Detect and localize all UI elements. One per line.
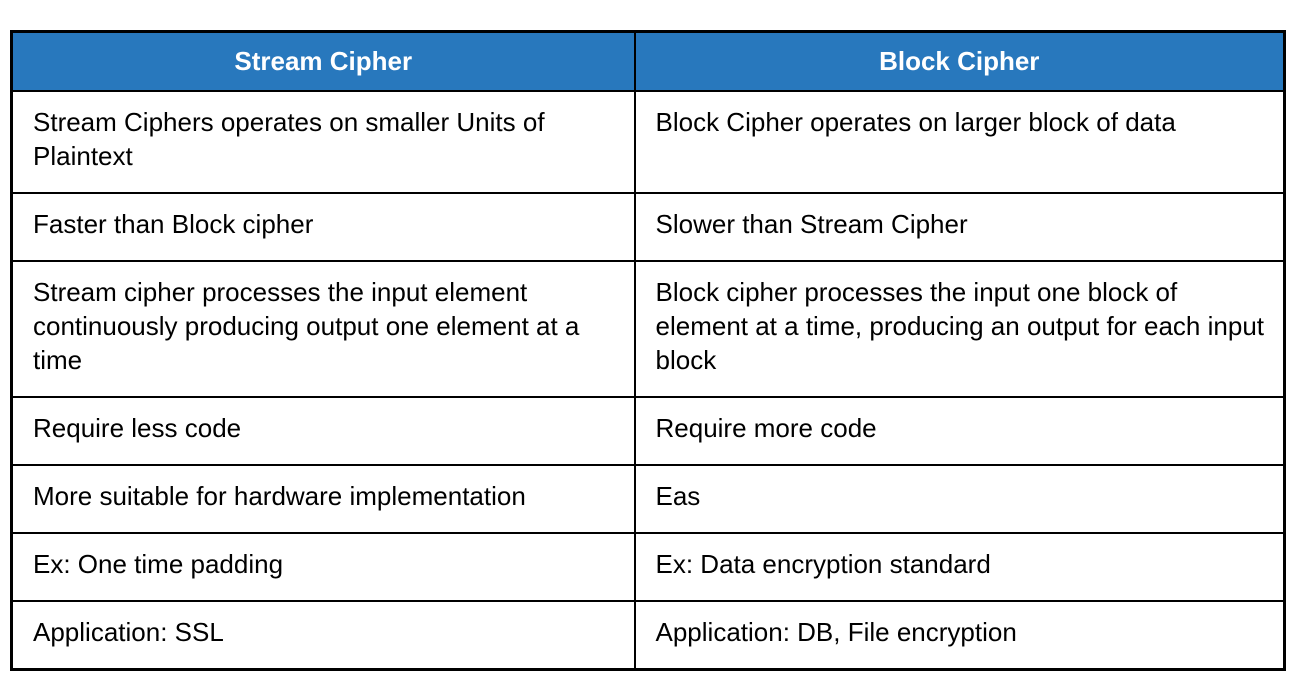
table-header-row: Stream Cipher Block Cipher	[10, 30, 1286, 92]
table-cell: Block Cipher operates on larger block of…	[633, 90, 1286, 194]
table-cell: Stream Ciphers operates on smaller Units…	[10, 90, 636, 194]
table-cell: Eas	[633, 464, 1286, 534]
table-row: More suitable for hardware implementatio…	[10, 464, 1286, 534]
table-cell: Stream cipher processes the input elemen…	[10, 260, 636, 398]
table-cell: Application: DB, File encryption	[633, 600, 1286, 671]
table-row: Ex: One time padding Ex: Data encryption…	[10, 532, 1286, 602]
table-cell: More suitable for hardware implementatio…	[10, 464, 636, 534]
table-row: Application: SSL Application: DB, File e…	[10, 600, 1286, 671]
table-row: Require less code Require more code	[10, 396, 1286, 466]
table-row: Stream Ciphers operates on smaller Units…	[10, 90, 1286, 194]
table-cell: Ex: Data encryption standard	[633, 532, 1286, 602]
table-cell: Require more code	[633, 396, 1286, 466]
table-row: Faster than Block cipher Slower than Str…	[10, 192, 1286, 262]
table-cell: Require less code	[10, 396, 636, 466]
table-cell: Slower than Stream Cipher	[633, 192, 1286, 262]
table-cell: Ex: One time padding	[10, 532, 636, 602]
table-cell: Faster than Block cipher	[10, 192, 636, 262]
column-header-block-cipher: Block Cipher	[633, 30, 1286, 92]
table-cell: Block cipher processes the input one blo…	[633, 260, 1286, 398]
cipher-comparison-table: Stream Cipher Block Cipher Stream Cipher…	[10, 30, 1286, 671]
table-cell: Application: SSL	[10, 600, 636, 671]
table-row: Stream cipher processes the input elemen…	[10, 260, 1286, 398]
column-header-stream-cipher: Stream Cipher	[10, 30, 636, 92]
